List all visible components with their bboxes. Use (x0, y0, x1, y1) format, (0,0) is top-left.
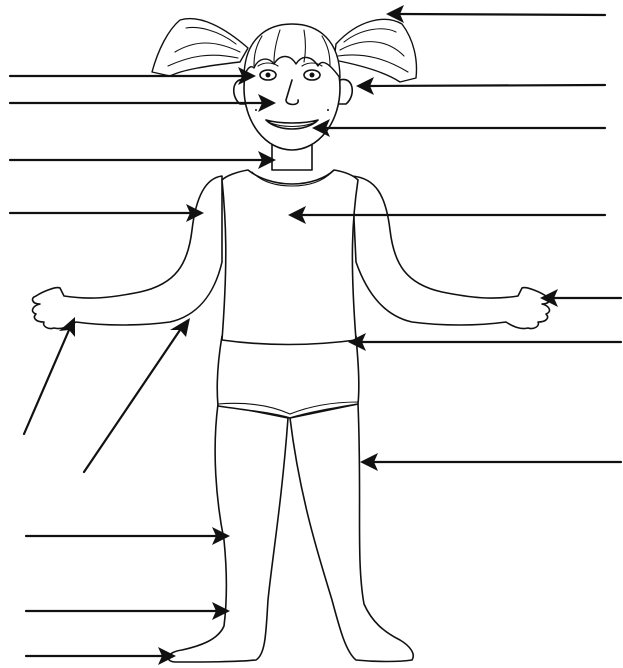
arrow-hair (386, 5, 605, 23)
arrow-leg (26, 527, 230, 545)
arrow-eye (10, 67, 256, 85)
arrow-knee (360, 453, 621, 471)
arrow-waist (348, 333, 621, 351)
arrow-hand (540, 289, 621, 307)
tank-top (222, 170, 358, 345)
arrow-ankle (26, 602, 230, 620)
arrow-elbow (84, 318, 190, 472)
shorts (217, 336, 359, 418)
arrow-foot (26, 647, 176, 665)
arrow-neck (10, 151, 276, 169)
left-leg (168, 404, 288, 662)
arrow-shoulder (10, 204, 204, 222)
arrow-mouth (312, 119, 605, 137)
right-arm (352, 176, 549, 329)
right-leg (290, 404, 413, 662)
arrow-finger (24, 317, 75, 434)
left-arm (33, 176, 222, 329)
girl-figure (33, 19, 550, 662)
arrow-ear (356, 77, 605, 95)
